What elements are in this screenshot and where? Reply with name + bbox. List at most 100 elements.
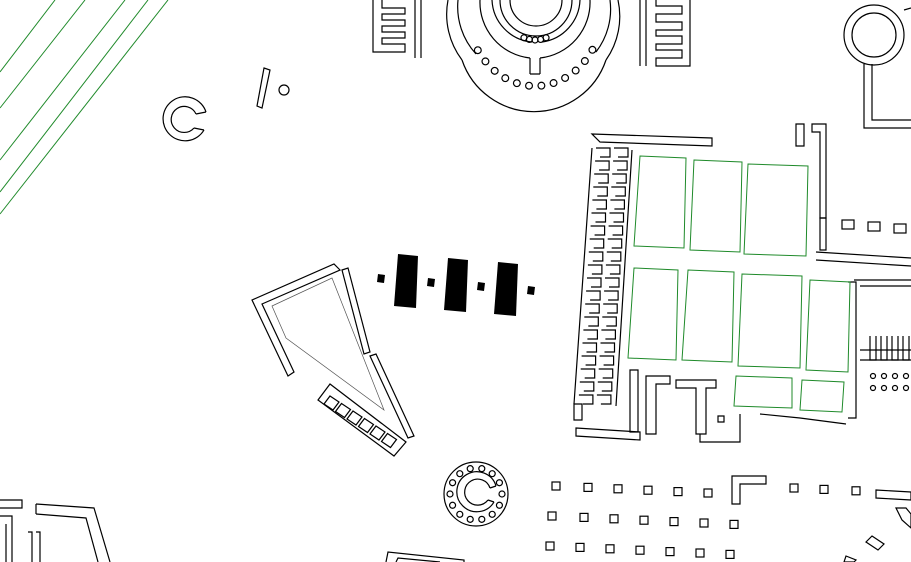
cell-room	[323, 395, 340, 411]
column-dot	[456, 470, 464, 478]
cell-room	[614, 147, 629, 158]
cell-room	[583, 329, 598, 340]
cell-room	[593, 186, 608, 197]
column-dot	[481, 57, 490, 66]
cell-room	[602, 316, 617, 327]
small-room	[893, 223, 907, 234]
cell-room	[334, 402, 352, 419]
column-dot	[561, 73, 570, 82]
column-dot	[549, 79, 558, 88]
post-hole	[575, 542, 585, 553]
round-temple	[443, 461, 509, 527]
bottom-right-walls	[731, 475, 911, 562]
peg-wall	[869, 336, 877, 361]
column-dot	[473, 46, 482, 55]
wall-fragment	[256, 67, 271, 109]
cell-room	[596, 147, 611, 158]
cell-room	[596, 394, 612, 405]
post-hole	[725, 549, 735, 560]
post-hole	[545, 541, 555, 551]
cell-room	[586, 290, 601, 301]
post-hole	[869, 372, 877, 380]
peg-wall	[902, 336, 910, 361]
garden-beds	[627, 155, 851, 413]
cell-room	[606, 251, 622, 262]
small-room	[841, 219, 855, 230]
courtyard-complex	[573, 123, 911, 443]
column-dot	[490, 66, 499, 75]
post-hole	[551, 481, 561, 491]
cell-room	[604, 290, 619, 301]
post-hole	[643, 485, 653, 495]
cell-room	[588, 251, 604, 262]
cell-room	[582, 342, 598, 353]
cell-room	[595, 160, 610, 171]
bottom-wall	[385, 551, 465, 562]
post-hole	[902, 372, 910, 380]
column-dot	[488, 510, 496, 518]
post-hole	[880, 372, 888, 380]
post-hole	[699, 518, 709, 528]
post-hole	[695, 548, 705, 558]
cell-room	[601, 329, 616, 340]
post-hole	[669, 516, 679, 527]
cell-room	[611, 186, 626, 197]
post-hole	[639, 515, 649, 525]
column-dot	[571, 66, 580, 75]
post-hole-grid	[545, 481, 861, 560]
right-pegs	[860, 336, 911, 392]
post-hole	[547, 511, 557, 521]
post-hole	[673, 487, 683, 497]
cell-room	[580, 368, 596, 379]
cell-room	[603, 303, 618, 314]
cell-room	[607, 238, 623, 249]
column-dot	[495, 501, 504, 509]
post-hole	[278, 84, 290, 96]
column-dot	[537, 81, 546, 90]
cell-room	[613, 160, 628, 171]
amphitheatre	[446, 0, 621, 113]
cell-room	[594, 173, 609, 184]
column-dot	[488, 470, 496, 478]
post-hole	[880, 384, 888, 392]
cell-room	[589, 238, 605, 249]
cell-room	[609, 212, 625, 223]
cell-room	[599, 355, 615, 366]
column-dot	[512, 79, 521, 88]
column-dot	[588, 45, 597, 54]
triangular-building	[251, 263, 415, 457]
column-dot	[501, 74, 510, 83]
cell-room	[598, 368, 614, 379]
cell-room	[581, 355, 597, 366]
cell-room	[579, 381, 595, 392]
column-dot	[466, 465, 474, 473]
cell-room	[584, 316, 599, 327]
cell-room	[346, 410, 363, 426]
cell-room	[587, 264, 603, 275]
column-dot	[498, 490, 506, 498]
small-round-building	[162, 96, 207, 142]
post-hole	[583, 482, 593, 492]
post-hole	[891, 384, 899, 392]
column-dot	[456, 510, 464, 518]
cell-room	[357, 417, 375, 434]
peg-wall	[891, 336, 899, 361]
post-hole	[902, 384, 910, 392]
post-hole	[605, 544, 615, 554]
cell-room	[380, 432, 398, 449]
column-dot	[478, 465, 486, 473]
post-hole	[851, 486, 861, 496]
comb-building-left	[372, 0, 422, 58]
pier-blocks	[377, 254, 535, 316]
column-dot	[525, 81, 534, 90]
cell-room	[578, 394, 594, 405]
small-room	[867, 221, 881, 232]
post-hole	[613, 484, 623, 494]
post-hole	[789, 483, 799, 493]
post-hole	[579, 512, 589, 523]
column-dot	[478, 515, 486, 523]
column-dot	[446, 490, 454, 498]
comb-building-right	[639, 0, 691, 67]
cell-room	[612, 173, 627, 184]
